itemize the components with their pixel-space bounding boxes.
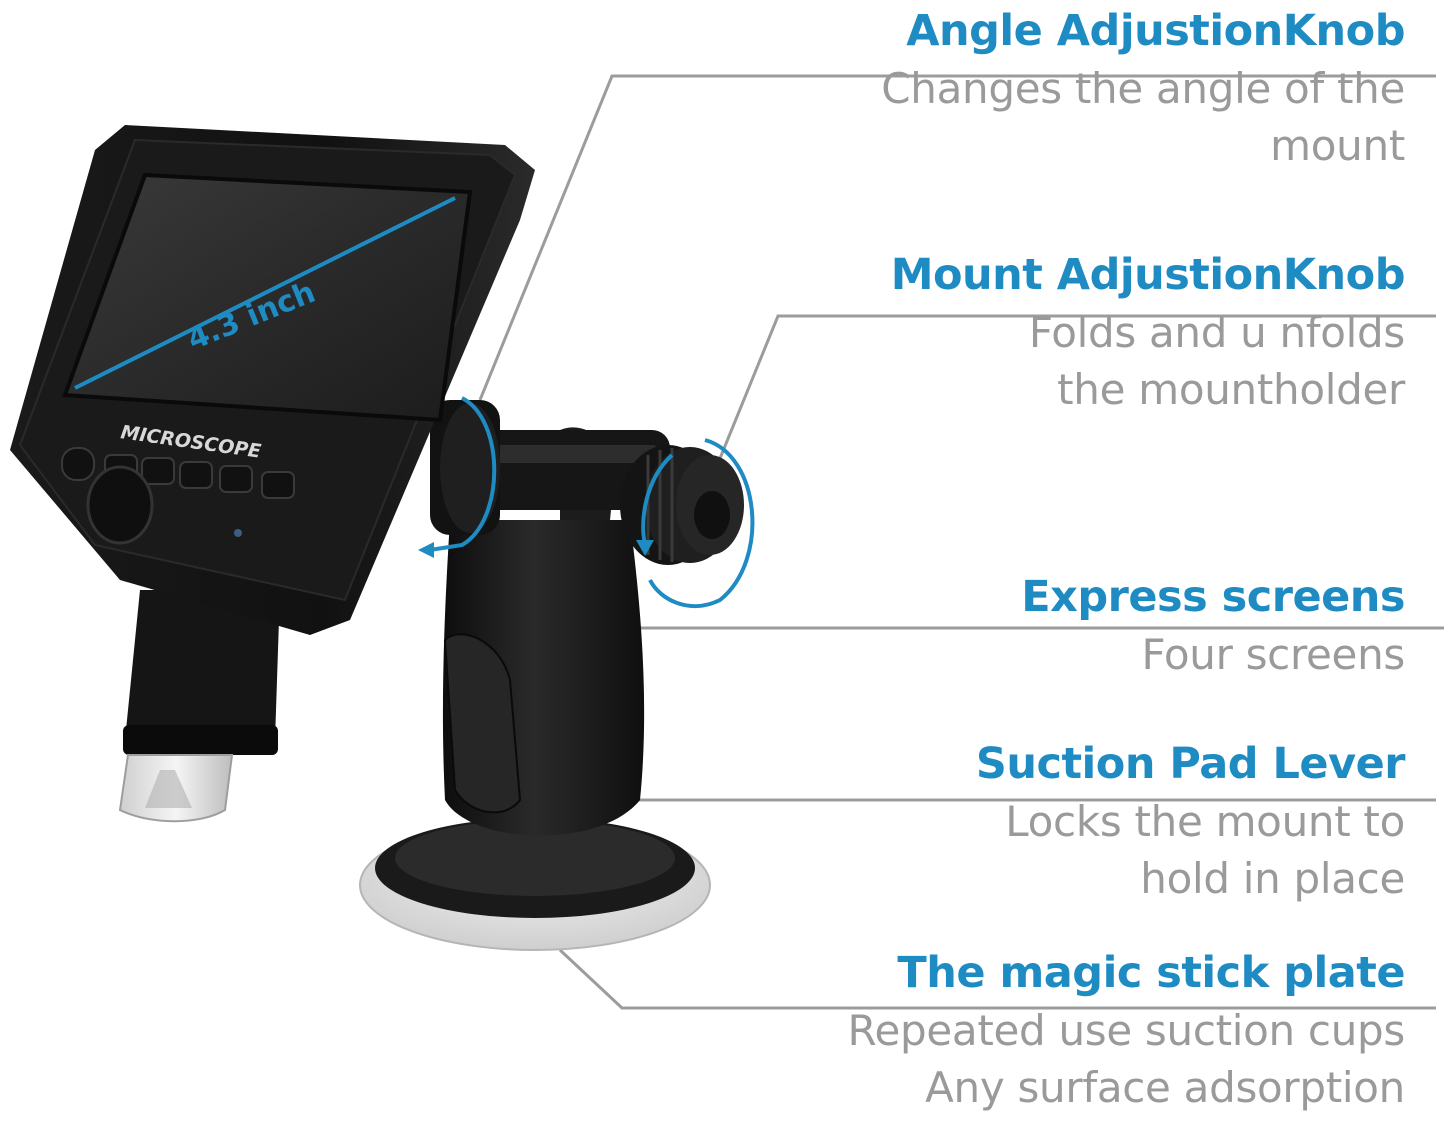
leader-line-angle-knob [478, 74, 1436, 401]
monitor: 4.3 inch MICROSCOPE [10, 125, 535, 635]
callout-title: Angle AdjustionKnob [906, 6, 1405, 56]
suction-pad-lever [443, 633, 522, 814]
callout-express-screens: Express screens Four screens [1021, 568, 1405, 683]
callout-title: The magic stick plate [897, 948, 1405, 998]
callout-description-line: Locks the mount to [1005, 797, 1405, 846]
callout-suction-lever: Suction Pad Lever Locks the mount to hol… [975, 735, 1406, 907]
button-5 [261, 471, 295, 499]
callout-description-line: the mountholder [1057, 365, 1405, 414]
callout-stick-plate: The magic stick plate Repeated use sucti… [847, 944, 1405, 1116]
angle-knob [430, 400, 500, 535]
callout-angle-knob: Angle AdjustionKnob Changes the angle of… [881, 2, 1405, 174]
button-3 [179, 461, 213, 489]
callout-mount-knob: Mount AdjustionKnob Folds and u nfolds t… [890, 246, 1406, 418]
control-buttons [61, 447, 295, 499]
rotation-arrow-mount-icon [636, 438, 755, 609]
suction-pad [359, 818, 711, 951]
button-2 [141, 457, 175, 485]
leader-line-mount-knob [710, 314, 1436, 479]
callout-title: Suction Pad Lever [975, 739, 1406, 789]
callout-title: Mount AdjustionKnob [890, 250, 1406, 300]
leader-line-stick-plate [558, 948, 1436, 1010]
callout-description-line: mount [1270, 121, 1405, 170]
callout-description-line: Folds and u nfolds [1028, 308, 1405, 357]
callout-title: Express screens [1021, 572, 1405, 622]
rotation-arrow-angle-icon [418, 396, 497, 558]
callout-description-line: Changes the angle of the [881, 64, 1405, 113]
power-button [61, 447, 95, 481]
callout-description-line: Any surface adsorption [925, 1063, 1405, 1112]
callout-description-line: hold in place [1140, 854, 1405, 903]
button-4 [219, 465, 253, 493]
screen-diagonal [74, 196, 456, 390]
lcd-screen [62, 172, 473, 423]
callout-description-line: Four screens [1141, 630, 1406, 679]
focus-wheel [86, 465, 154, 545]
lens-tube [118, 590, 280, 823]
callout-description-line: Repeated use suction cups [847, 1006, 1405, 1055]
status-led [234, 529, 242, 537]
mount-knob [620, 445, 744, 565]
